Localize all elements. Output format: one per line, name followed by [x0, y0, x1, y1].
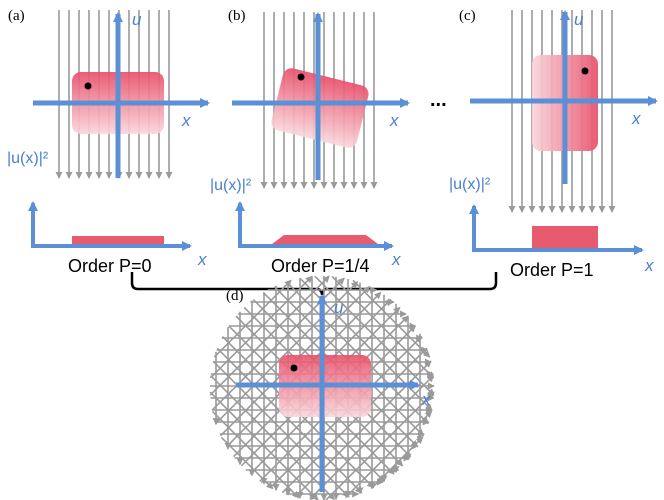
- panel-c-dot: [581, 67, 589, 75]
- panel-b-order: Order P=1/4: [271, 256, 370, 276]
- panel-a-x-label: x: [181, 111, 191, 130]
- panel-a-profile: [72, 236, 164, 244]
- panel-d-ray: [212, 360, 350, 498]
- panel-b-tag: (b): [228, 8, 246, 24]
- panel-c-profile-x-label: x: [644, 256, 654, 275]
- panel-d: (d) u x: [209, 275, 435, 500]
- panel-c-profile: [532, 226, 598, 248]
- panel-a-tag: (a): [8, 8, 25, 24]
- panel-d-ray: [209, 275, 313, 379]
- panel-a: (a) u x |u(x)|² x Order P=0: [7, 8, 210, 276]
- panel-b-profile: [272, 235, 378, 244]
- panel-d-ray: [331, 275, 435, 379]
- panel-b-dot: [297, 73, 305, 81]
- panel-d-ray: [285, 281, 429, 425]
- panel-d-ray: [215, 281, 359, 425]
- panel-d-ray: [314, 275, 435, 396]
- panel-d-x-label: x: [421, 390, 431, 409]
- panel-a-dot: [84, 82, 92, 90]
- panel-d-tag: (d): [226, 288, 244, 304]
- panel-b: (b) x |u(x)|² x Order P=1/4: [210, 8, 410, 276]
- panel-d-ray: [216, 347, 363, 494]
- panel-d-dot: [290, 364, 298, 372]
- panel-c-tag: (c): [459, 8, 476, 24]
- panel-c-u-label: u: [574, 10, 584, 29]
- panel-c-x-label: x: [631, 109, 641, 128]
- panel-d-ray: [370, 436, 424, 490]
- panel-b-x-label: x: [389, 111, 399, 130]
- panel-b-profile-label: |u(x)|²: [210, 177, 252, 194]
- panel-b-profile-x-label: x: [391, 250, 401, 269]
- panel-c-order: Order P=1: [510, 260, 594, 280]
- panel-d-ray: [309, 374, 435, 500]
- panel-d-ray: [213, 279, 292, 358]
- panel-d-ray: [211, 410, 300, 499]
- panel-d-ray: [281, 347, 428, 494]
- panel-d-ray: [209, 275, 330, 396]
- panel-a-profile-label: |u(x)|²: [7, 150, 49, 167]
- panel-d-ray: [325, 391, 435, 500]
- panel-c-profile-label: |u(x)|²: [449, 176, 491, 193]
- panel-a-u-label: u: [132, 10, 142, 29]
- panel-d-u-label: u: [334, 298, 344, 317]
- panel-a-profile-x-label: x: [197, 250, 207, 269]
- panel-c: (c) u x |u(x)|² x Order P=1: [449, 8, 658, 280]
- panel-a-order: Order P=0: [68, 256, 152, 276]
- panel-d-ray: [344, 410, 433, 499]
- ellipsis: ...: [430, 89, 447, 111]
